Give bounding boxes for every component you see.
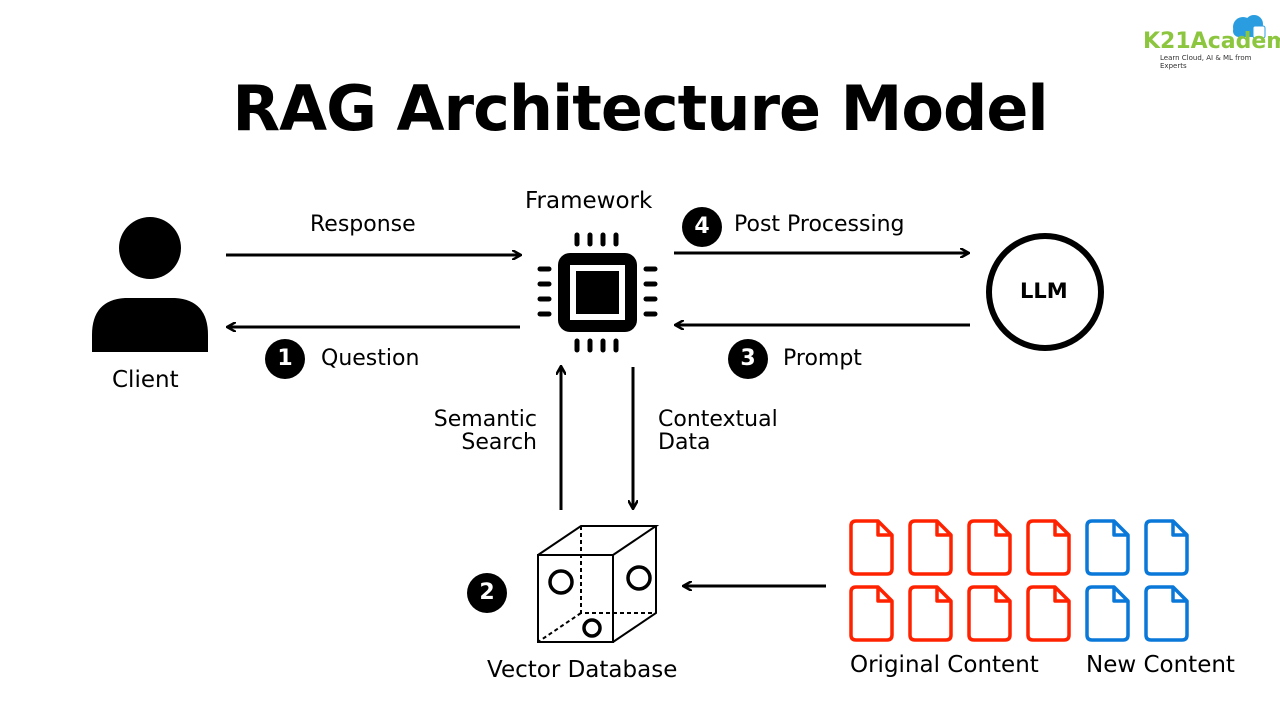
step-2-badge: 2 (479, 580, 495, 605)
vector-database-cube-icon (537, 525, 660, 643)
original-content-label: Original Content (850, 652, 1039, 678)
response-label: Response (310, 212, 416, 237)
new-document-icon (1144, 585, 1189, 642)
original-document-icon (849, 585, 894, 642)
contextual-label: Contextual (658, 407, 778, 432)
original-document-icon (908, 519, 953, 576)
framework-label: Framework (525, 188, 653, 214)
original-document-icon (967, 585, 1012, 642)
step-1-badge: 1 (277, 346, 293, 371)
original-document-icon (1026, 519, 1071, 576)
semantic-label: Semantic (433, 407, 537, 432)
llm-node (986, 233, 1104, 351)
question-label: Question (321, 346, 420, 371)
original-document-icon (849, 519, 894, 576)
user-icon (92, 217, 208, 352)
post-processing-label: Post Processing (734, 212, 905, 237)
new-document-icon (1085, 585, 1130, 642)
arrows (226, 253, 970, 586)
processor-chip-icon (537, 232, 658, 353)
llm-label: LLM (1020, 279, 1068, 303)
new-document-icon (1144, 519, 1189, 576)
documents (849, 519, 1189, 642)
prompt-label: Prompt (783, 346, 862, 371)
logo-tagline: Learn Cloud, AI & ML from Experts (1160, 54, 1252, 70)
new-content-label: New Content (1086, 652, 1235, 678)
original-document-icon (908, 585, 953, 642)
step-badges (265, 207, 768, 613)
search-label: Search (461, 430, 537, 455)
step-3-badge: 3 (740, 346, 756, 371)
step-4-badge: 4 (694, 214, 710, 239)
cloud-logo-icon (1233, 15, 1266, 39)
original-document-icon (967, 519, 1012, 576)
new-document-icon (1085, 519, 1130, 576)
client-label: Client (112, 367, 179, 393)
page-title: RAG Architecture Model (232, 72, 1048, 145)
original-document-icon (1026, 585, 1071, 642)
data-label: Data (658, 430, 711, 455)
logo: K21Academy (1143, 29, 1280, 54)
vector-db-label: Vector Database (487, 657, 678, 683)
